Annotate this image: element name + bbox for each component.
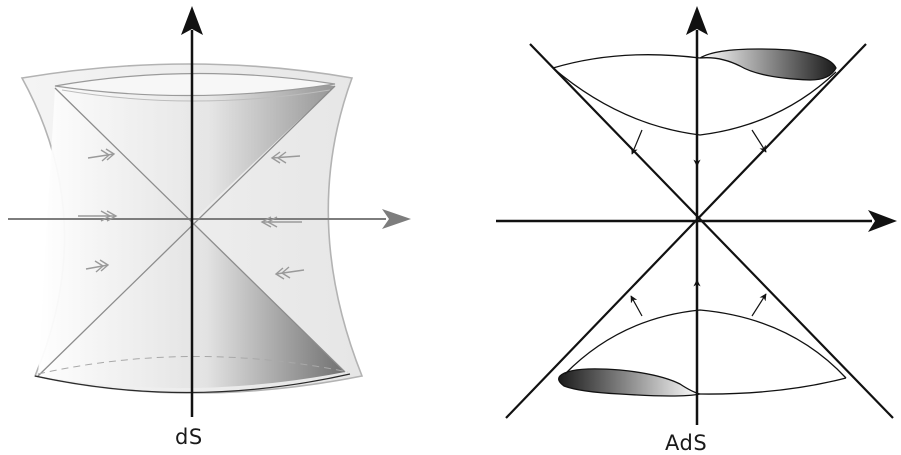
ds-panel xyxy=(8,6,411,417)
ds-horizontal-arrowhead xyxy=(382,209,411,229)
ads-horizontal-arrowhead xyxy=(868,210,897,232)
ads-top-sheet xyxy=(552,54,837,136)
ads-panel xyxy=(496,6,897,425)
double-arrow-right-icon xyxy=(78,210,118,222)
ds-vertical-arrowhead xyxy=(181,6,203,35)
arrow-down-icon xyxy=(751,129,767,153)
ads-label: AdS xyxy=(665,431,708,455)
arrow-up-icon xyxy=(751,293,767,317)
ds-flow-arrows xyxy=(78,148,305,280)
ads-top-lobe xyxy=(699,48,837,81)
double-arrow-left-icon xyxy=(274,266,305,280)
ads-bottom-lobe xyxy=(558,368,701,397)
double-arrow-right-icon xyxy=(87,148,116,162)
ads-null-line-a xyxy=(505,43,867,419)
ds-null-line-a xyxy=(54,87,346,373)
ads-vertical-arrowhead xyxy=(686,6,708,35)
ds-bottom-rim-back xyxy=(37,356,349,375)
double-arrow-left-icon xyxy=(260,216,302,228)
ads-flow-arrows xyxy=(630,129,767,317)
ads-bottom-sheet xyxy=(564,309,847,395)
ds-label: dS xyxy=(175,425,203,449)
ads-null-line-b xyxy=(529,43,894,419)
ds-top-rim xyxy=(54,72,336,97)
double-arrow-left-icon xyxy=(270,151,301,164)
arrow-up-icon xyxy=(630,295,643,317)
ds-null-line-b xyxy=(37,85,336,377)
arrow-down-icon xyxy=(631,129,643,155)
double-arrow-right-icon xyxy=(85,259,110,273)
